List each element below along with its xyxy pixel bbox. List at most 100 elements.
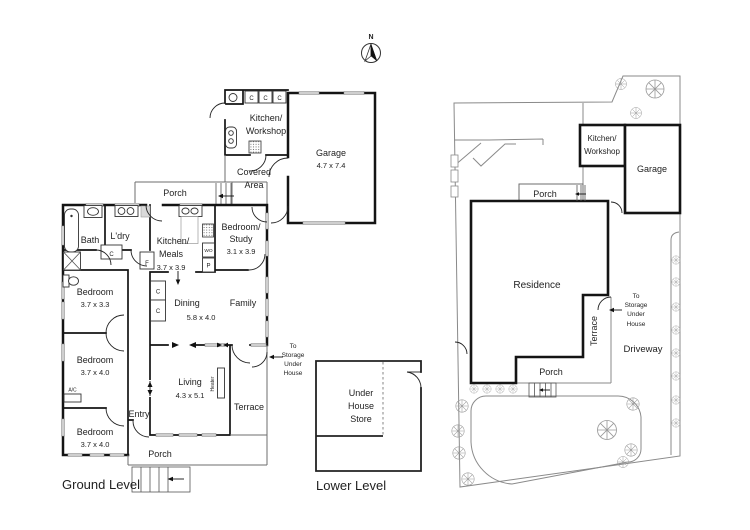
- tree-icon: [624, 443, 638, 457]
- stairs: [215, 183, 232, 205]
- room-label-porch-upper: Porch: [163, 188, 187, 198]
- stairs: [528, 382, 557, 398]
- shrub-icon: [671, 255, 681, 265]
- closet-label: C: [156, 309, 161, 315]
- shrub-icon: [671, 348, 681, 358]
- bath-fixtures: [62, 205, 103, 288]
- arrow-icon: [269, 354, 274, 360]
- shrub-icon: [671, 277, 681, 287]
- shrub-icon: [508, 384, 518, 394]
- north-label: N: [368, 34, 373, 41]
- shrub-icon: [451, 424, 465, 438]
- shrub-icon: [482, 384, 492, 394]
- svg-text:House: House: [284, 370, 303, 377]
- site-label-residence: Residence: [513, 280, 561, 291]
- svg-text:Meals: Meals: [159, 249, 184, 259]
- room-dims-garage: 4.7 x 7.4: [317, 161, 346, 170]
- stairs: [131, 466, 191, 493]
- room-label-garage: Garage: [316, 148, 346, 158]
- to-storage-annotation: To Storage Under House: [269, 343, 305, 377]
- site-residence: [469, 199, 610, 385]
- room-dims-bed-study: 3.1 x 3.9: [227, 247, 256, 256]
- laundry-fixtures: [114, 205, 151, 218]
- door-arcs: [95, 204, 268, 438]
- to-storage-annotation: To Storage Under House: [609, 293, 648, 328]
- washer: [140, 205, 151, 218]
- closet-label: C: [156, 290, 161, 296]
- room-label-bed1: Bedroom: [77, 287, 114, 297]
- shrub-icon: [671, 418, 681, 428]
- room-label-entry: Entry: [128, 409, 150, 419]
- room-label-dining: Dining: [174, 298, 200, 308]
- site-label-kitchen-workshop: Kitchen/: [588, 134, 618, 143]
- shrub-icon: [452, 446, 466, 460]
- tree-icon: [617, 456, 629, 468]
- svg-text:To: To: [633, 293, 640, 300]
- cupboard-label: C: [263, 96, 268, 102]
- room-label-bed-study: Bedroom/: [221, 222, 261, 232]
- site-boundary: [453, 75, 681, 488]
- room-label-bed2: Bedroom: [77, 355, 114, 365]
- heater-unit: [217, 367, 225, 399]
- site-label-garage: Garage: [637, 164, 667, 174]
- opening-marker: [147, 380, 153, 397]
- svg-text:Storage: Storage: [625, 302, 648, 309]
- shrub-icon: [671, 395, 681, 405]
- room-label-kitchen-workshop: Kitchen/: [250, 113, 283, 123]
- svg-text:To: To: [290, 343, 297, 350]
- wall-oven-label: WO: [204, 248, 213, 254]
- room-label-laundry: L'dry: [110, 231, 130, 241]
- windows: [61, 203, 269, 457]
- svg-text:Workshop: Workshop: [246, 126, 286, 136]
- shrub-icon: [461, 472, 475, 486]
- counter: [180, 216, 199, 244]
- shrub-icon: [495, 384, 505, 394]
- lower-level-plan: Under House Store Lower Level: [315, 360, 422, 493]
- site-label-terrace: Terrace: [589, 316, 599, 346]
- stairs: [575, 185, 586, 201]
- room-label-terrace: Terrace: [234, 402, 264, 412]
- lower-level-caption: Lower Level: [316, 478, 386, 493]
- room-label-family: Family: [230, 298, 257, 308]
- closet-label: C: [109, 252, 114, 258]
- ground-level-plan: Bath L'dry C F Kitchen/ Meals 3.7 x 3.9 …: [61, 203, 305, 493]
- shrub-icon: [671, 371, 681, 381]
- site-label-porch-top: Porch: [533, 189, 557, 199]
- heater-label: Heater: [210, 376, 216, 391]
- room-label-bed3: Bedroom: [77, 427, 114, 437]
- room-label-kitchen: Kitchen/: [157, 236, 190, 246]
- ac-label: A/C: [68, 388, 77, 394]
- svg-text:Area: Area: [244, 180, 263, 190]
- site-garage: [623, 123, 682, 215]
- svg-text:Workshop: Workshop: [584, 147, 620, 156]
- garage-walls: [286, 91, 377, 225]
- shrub-icon: [671, 325, 681, 335]
- room-dims-dining-family: 5.8 x 4.0: [187, 313, 216, 322]
- kitchen-fixtures: [100, 205, 215, 322]
- tree-icon: [630, 107, 642, 119]
- room-label-under-house-store: Under: [349, 388, 374, 398]
- room-label-bath: Bath: [81, 235, 100, 245]
- cupboards: C C C: [244, 90, 287, 104]
- room-label-living: Living: [178, 377, 202, 387]
- tree-icon: [615, 78, 627, 90]
- room-label-covered-area: Covered: [237, 167, 271, 177]
- stove: [202, 223, 214, 238]
- room-dims-living: 4.3 x 5.1: [176, 391, 205, 400]
- arrow-icon: [218, 193, 223, 199]
- svg-text:Study: Study: [229, 234, 253, 244]
- cupboard-label: C: [249, 96, 254, 102]
- room-dims-bed1: 3.7 x 3.3: [81, 300, 110, 309]
- ground-level-caption: Ground Level: [62, 477, 140, 492]
- tree-icon: [645, 79, 665, 99]
- tree-icon: [626, 397, 640, 411]
- svg-text:Under: Under: [627, 311, 646, 318]
- room-label-porch-lower: Porch: [148, 449, 172, 459]
- svg-text:Store: Store: [350, 414, 372, 424]
- fixtures: [225, 93, 262, 154]
- site-label-porch-bottom: Porch: [539, 367, 563, 377]
- svg-text:House: House: [348, 401, 374, 411]
- sliding-door-markers: [172, 342, 228, 348]
- shrub-icon: [671, 302, 681, 312]
